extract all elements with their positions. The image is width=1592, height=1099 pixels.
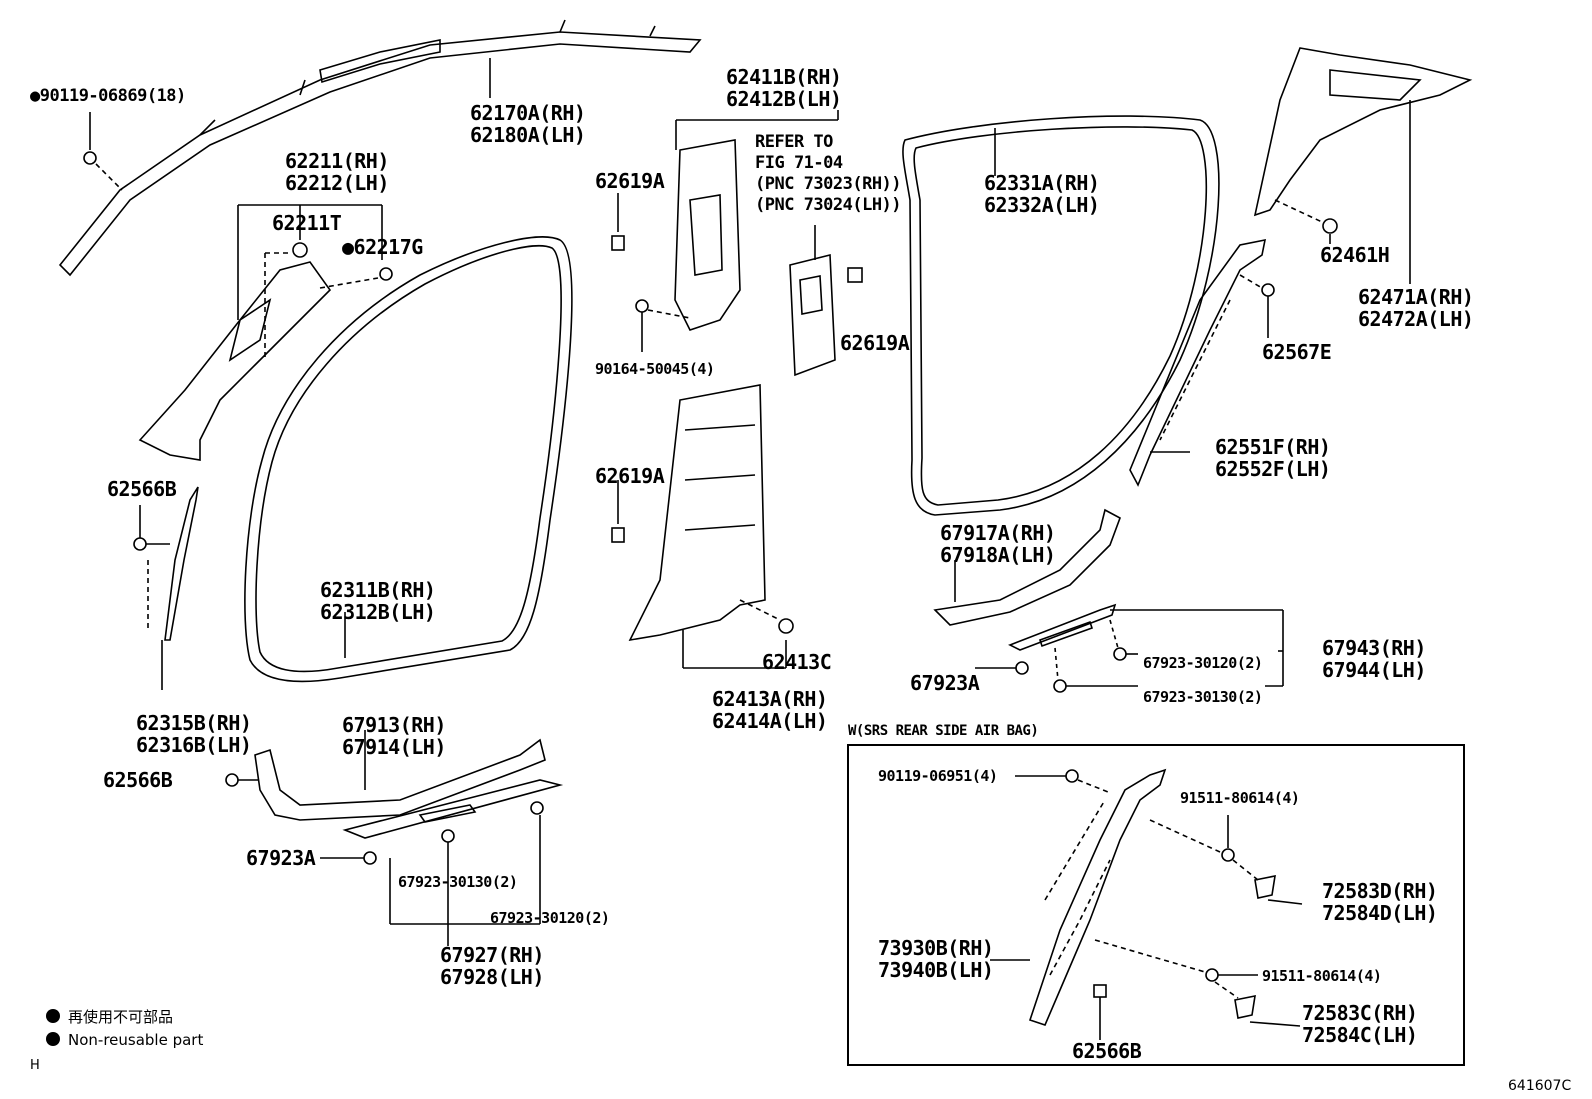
label-67927-rh: 67927(RH) xyxy=(440,943,544,967)
label-73930B-rh: 73930B(RH) xyxy=(878,936,994,960)
label-62552F-lh: 62552F(LH) xyxy=(1215,457,1331,481)
label-62619A-c: 62619A xyxy=(595,464,665,488)
label-62566B-c: 62566B xyxy=(1072,1039,1142,1063)
label-67923-30130-a: 67923-30130(2) xyxy=(398,873,518,891)
label-67923A-a: 67923A xyxy=(246,846,316,870)
label-62413A-rh: 62413A(RH) xyxy=(712,687,828,711)
label-67923-30120-a: 67923-30120(2) xyxy=(490,909,610,927)
label-62461H: 62461H xyxy=(1320,243,1390,267)
non-reusable-dot-icon xyxy=(46,1009,60,1023)
srs-section-title: W(SRS REAR SIDE AIR BAG) xyxy=(848,723,1039,739)
corner-letter: H xyxy=(30,1058,40,1073)
label-67944-lh: 67944(LH) xyxy=(1322,658,1426,682)
label-62566B-a: 62566B xyxy=(107,477,177,501)
rear-door-weatherstrip xyxy=(902,115,1220,516)
label-62331A-rh: 62331A(RH) xyxy=(984,171,1100,195)
label-72583D-rh: 72583D(RH) xyxy=(1322,879,1438,903)
front-pillar-garnish xyxy=(138,204,393,461)
label-73940B-lh: 73940B(LH) xyxy=(878,958,994,982)
roof-airbag-part xyxy=(58,19,702,277)
refer-note-line1: REFER TO xyxy=(755,132,833,152)
label-67943-rh: 67943(RH) xyxy=(1322,636,1426,660)
label-72583C-rh: 72583C(RH) xyxy=(1302,1001,1418,1025)
label-62212-lh: 62212(LH) xyxy=(285,171,389,195)
label-62471A-rh: 62471A(RH) xyxy=(1358,285,1474,309)
label-62312B-lh: 62312B(LH) xyxy=(320,600,436,624)
legend-en: Non-reusable part xyxy=(46,1031,203,1049)
rear-pillar-garnish xyxy=(1253,47,1473,284)
label-62567E: 62567E xyxy=(1262,340,1332,364)
label-62472A-lh: 62472A(LH) xyxy=(1358,307,1474,331)
label-90119-06869: ●90119-06869(18) xyxy=(30,86,186,106)
rear-pillar-strip xyxy=(1129,238,1275,487)
seatbelt-cover xyxy=(789,225,863,377)
label-62332A-lh: 62332A(LH) xyxy=(984,193,1100,217)
front-door-weatherstrip xyxy=(244,236,573,683)
label-62316B-lh: 62316B(LH) xyxy=(136,733,252,757)
label-72584D-lh: 72584D(LH) xyxy=(1322,901,1438,925)
label-91511-80614-b: 91511-80614(4) xyxy=(1262,967,1382,985)
non-reusable-dot-icon xyxy=(46,1032,60,1046)
label-62619A-b: 62619A xyxy=(840,331,910,355)
label-67917A-rh: 67917A(RH) xyxy=(940,521,1056,545)
label-62180A-lh: 62180A(LH) xyxy=(470,123,586,147)
label-62551F-rh: 62551F(RH) xyxy=(1215,435,1331,459)
center-pillar-lower-garnish xyxy=(611,384,794,669)
label-62170A-rh: 62170A(RH) xyxy=(470,101,586,125)
clip-90119-06869 xyxy=(83,112,123,191)
label-67913-rh: 67913(RH) xyxy=(342,713,446,737)
refer-note-line4: (PNC 73024(LH)) xyxy=(755,195,902,215)
rear-scuff-plate xyxy=(933,508,1121,626)
label-62412B-lh: 62412B(LH) xyxy=(726,87,842,111)
legend-jp: 再使用不可部品 xyxy=(46,1006,173,1027)
srs-detail-box xyxy=(847,744,1465,1066)
label-67923A-b: 67923A xyxy=(910,671,980,695)
label-62411B-rh: 62411B(RH) xyxy=(726,65,842,89)
refer-note-line3: (PNC 73023(RH)) xyxy=(755,174,902,194)
label-90119-06951: 90119-06951(4) xyxy=(878,767,998,785)
label-62217G: ●62217G xyxy=(342,235,423,259)
label-67923-30120-b: 67923-30120(2) xyxy=(1143,654,1263,672)
label-90164-50045: 90164-50045(4) xyxy=(595,360,715,378)
label-67918A-lh: 67918A(LH) xyxy=(940,543,1056,567)
refer-note-line2: FIG 71-04 xyxy=(755,153,843,173)
label-72584C-lh: 72584C(LH) xyxy=(1302,1023,1418,1047)
label-91511-80614-a: 91511-80614(4) xyxy=(1180,789,1300,807)
label-62619A-a: 62619A xyxy=(595,169,665,193)
label-62311B-rh: 62311B(RH) xyxy=(320,578,436,602)
label-67923-30130-b: 67923-30130(2) xyxy=(1143,688,1263,706)
label-62413C: 62413C xyxy=(762,650,832,674)
rear-step-plate xyxy=(975,603,1284,693)
label-62566B-b: 62566B xyxy=(103,768,173,792)
label-67914-lh: 67914(LH) xyxy=(342,735,446,759)
figure-id: 641607C xyxy=(1508,1078,1572,1094)
label-62315B-rh: 62315B(RH) xyxy=(136,711,252,735)
front-pillar-trim-strip xyxy=(133,486,199,690)
label-62211T: 62211T xyxy=(272,211,342,235)
label-67928-lh: 67928(LH) xyxy=(440,965,544,989)
label-62211-rh: 62211(RH) xyxy=(285,149,389,173)
front-scuff-plate xyxy=(225,730,564,946)
center-pillar-upper-garnish xyxy=(611,110,839,352)
label-62414A-lh: 62414A(LH) xyxy=(712,709,828,733)
srs-pillar-garnish xyxy=(990,768,1303,1040)
